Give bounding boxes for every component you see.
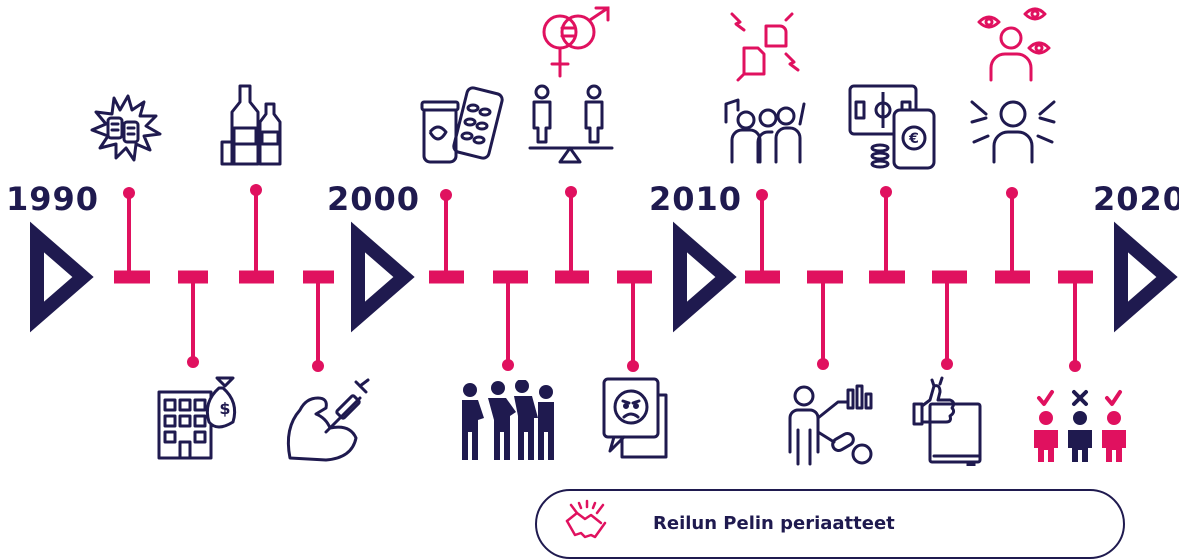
hands-clash-icon <box>730 12 800 82</box>
year-2000: 2000 <box>327 180 421 218</box>
supporters-icon <box>724 98 806 164</box>
year-2010: 2010 <box>649 180 743 218</box>
bottles-icon <box>220 84 282 166</box>
year-2020: 2020 <box>1093 180 1179 218</box>
gender-symbols-icon <box>542 6 610 78</box>
match-fixing-icon <box>788 384 873 466</box>
doping-icon <box>286 378 370 462</box>
arrow-1990-icon <box>30 221 94 333</box>
handshake-icon <box>565 499 607 539</box>
selection-people-icon <box>1034 390 1126 462</box>
harassment-icon <box>977 7 1051 82</box>
arrow-2000-icon <box>351 221 415 333</box>
svg-text:€: € <box>908 131 919 147</box>
bullying-icon <box>970 100 1056 164</box>
pills-icon <box>420 86 504 164</box>
arrow-2010-icon <box>673 221 737 333</box>
fair-play-principles-label: Reilun Pelin periaatteet <box>653 513 895 534</box>
arrow-2020-icon <box>1114 221 1178 333</box>
fist-bump-icon <box>90 94 162 162</box>
year-1990: 1990 <box>6 180 100 218</box>
group-fight-icon <box>462 380 554 460</box>
angry-message-icon <box>602 377 668 459</box>
money-building-icon: $ <box>157 376 237 460</box>
sports-betting-icon: € <box>848 84 936 170</box>
gender-equality-icon <box>528 84 614 164</box>
svg-text:$: $ <box>219 399 230 418</box>
thumbs-up-rulebook-icon <box>912 376 982 466</box>
